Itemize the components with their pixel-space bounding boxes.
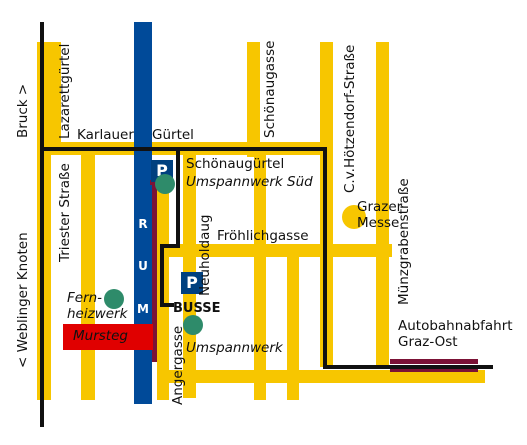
rail-autobahn-2 (390, 367, 478, 372)
road-bus-horizontal (160, 303, 174, 307)
road-bus-vertical (160, 246, 164, 306)
river-letter-m: M (137, 302, 149, 316)
label-umspannwerk: Umspannwerk (186, 340, 283, 356)
parking-icon-busse: P (181, 272, 203, 294)
road-guertel (42, 147, 327, 151)
landmark-dot-icon-umspannwerk-sued (155, 174, 175, 194)
road-south-east (323, 365, 493, 369)
label-schoenauguertel: Schönaugürtel (186, 156, 285, 172)
label-triester: Triester Straße (57, 163, 73, 262)
landmark-dot-icon-fernheizwerk (104, 289, 124, 309)
label-froehlichgasse: Fröhlichgasse (217, 228, 309, 244)
label-schoenaugasse: Schönaugasse (262, 40, 278, 138)
street-triester (81, 148, 95, 400)
label-grazer-messe-1: Grazer (357, 199, 403, 215)
river-letter-r: R (138, 217, 148, 231)
street-side-a (287, 245, 299, 400)
label-fernheizwerk-2: heizwerk (67, 306, 128, 322)
mursteg-label: Mursteg (73, 328, 128, 344)
label-muenzgraben: Münzgrabenstraße (396, 178, 412, 305)
landmark-dot-icon-umspannwerk (183, 315, 203, 335)
mursteg-footbridge (63, 324, 153, 350)
road-neuhold-vertical (176, 149, 180, 247)
river-letter-u: U (138, 259, 148, 273)
label-umspannwerk-sued: Umspannwerk Süd (186, 174, 313, 190)
street-schoenaugasse-upper (247, 42, 260, 157)
label-autobahn-2: Graz-Ost (398, 334, 458, 350)
street-lazarett-top (51, 42, 61, 142)
label-karlauer: Karlauer (77, 127, 134, 143)
rail-autobahn-1 (390, 359, 478, 364)
landmark-dot-icon-messe (342, 205, 366, 229)
label-fernheizwerk-1: Fern- (67, 290, 103, 306)
street-schoenaugasse-lower (254, 152, 266, 400)
label-busse: BUSSE (173, 301, 221, 316)
road-neuhold-jog (160, 244, 180, 248)
label-hoetzendorf: C.v.Hötzendorf-Straße (342, 44, 358, 193)
street-south (160, 370, 485, 383)
street-froehlichgasse (160, 244, 392, 257)
label-guertel: Gürtel (152, 127, 194, 143)
river-mur (134, 22, 152, 404)
rail-line-vertical (152, 182, 157, 362)
label-bruck: Bruck > (15, 83, 31, 138)
label-autobahn-1: Autobahnabfahrt (398, 318, 513, 334)
road-east-vertical (323, 147, 327, 369)
label-angergasse: Angergasse (170, 325, 186, 405)
label-lazarettguertel: Lazarettgürtel (57, 43, 73, 139)
label-grazer-messe-2: Messe (357, 215, 400, 231)
street-hoetzendorf-2 (376, 42, 389, 367)
label-neuholdaugasse: Neuholdaug (197, 214, 213, 297)
label-weblinger: < Weblinger Knoten (15, 232, 31, 368)
road-west-vertical (40, 22, 44, 427)
